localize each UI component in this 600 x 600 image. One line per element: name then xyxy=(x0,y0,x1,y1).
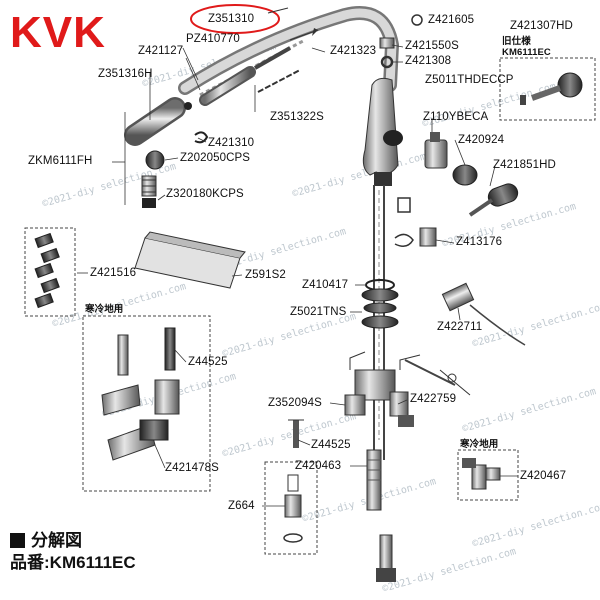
spacer-box xyxy=(24,227,76,317)
part-label-Z421550S: Z421550S xyxy=(405,40,459,52)
cold-region-box-right xyxy=(457,449,519,501)
part-label-Z420924: Z420924 xyxy=(458,134,505,146)
part-label-Z421851HD: Z421851HD xyxy=(493,159,556,171)
square-bullet-icon xyxy=(10,533,25,548)
part-label-Z420463: Z420463 xyxy=(295,460,342,472)
part-label-Z421308: Z421308 xyxy=(405,55,452,67)
part-label-Z110YBECA: Z110YBECA xyxy=(423,111,489,123)
part-label-Z202050CPS: Z202050CPS xyxy=(180,152,251,164)
part-label-Z44525-upper: Z44525 xyxy=(188,356,228,368)
cold-region-label-left: 寒冷地用 xyxy=(85,304,124,315)
diagram-heading: 分解図 xyxy=(10,530,136,552)
part-label-Z422759: Z422759 xyxy=(410,393,457,405)
part-label-Z413176: Z413176 xyxy=(456,236,503,248)
old-spec-label: 旧仕様 xyxy=(502,36,531,47)
part-label-Z421605: Z421605 xyxy=(428,14,475,26)
old-spec-model: KM6111EC xyxy=(502,47,551,58)
part-label-Z352094S: Z352094S xyxy=(268,397,322,409)
part-label-Z351310: Z351310 xyxy=(208,13,255,25)
highlight-ellipse xyxy=(190,4,280,34)
part-label-Z591S2: Z591S2 xyxy=(245,269,286,281)
part-label-Z421310: Z421310 xyxy=(208,137,255,149)
brand-logo: KVK xyxy=(10,8,106,57)
model-number: 品番:KM6111EC xyxy=(10,553,136,572)
part-label-Z5011THDECCP: Z5011THDECCP xyxy=(425,74,514,86)
part-label-Z664: Z664 xyxy=(228,500,255,512)
part-label-Z422711: Z422711 xyxy=(437,321,483,333)
title-block: 分解図 品番:KM6111EC xyxy=(10,530,136,574)
part-label-Z410417: Z410417 xyxy=(302,279,349,291)
part-label-PZ410770: PZ410770 xyxy=(186,33,240,45)
part-label-Z44525-lower: Z44525 xyxy=(311,439,351,451)
old-spec-box xyxy=(499,57,596,121)
part-label-ZKM6111FH: ZKM6111FH xyxy=(28,155,93,167)
part-label-Z320180KCPS: Z320180KCPS xyxy=(166,188,244,200)
part-label-Z420467: Z420467 xyxy=(520,470,567,482)
part-label-Z351316H: Z351316H xyxy=(98,68,153,80)
part-label-Z5021TNS: Z5021TNS xyxy=(290,306,347,318)
cold-region-box-left xyxy=(82,315,211,492)
cold-region-label-right: 寒冷地用 xyxy=(460,439,499,450)
part-label-Z421127: Z421127 xyxy=(138,45,184,57)
part-label-Z351322S: Z351322S xyxy=(270,111,324,123)
part-label-Z421307HD: Z421307HD xyxy=(510,20,573,32)
part-label-Z421516: Z421516 xyxy=(90,267,137,279)
part-label-Z421323: Z421323 xyxy=(330,45,377,57)
part-label-Z421478S: Z421478S xyxy=(165,462,219,474)
bottom-box xyxy=(264,461,318,555)
